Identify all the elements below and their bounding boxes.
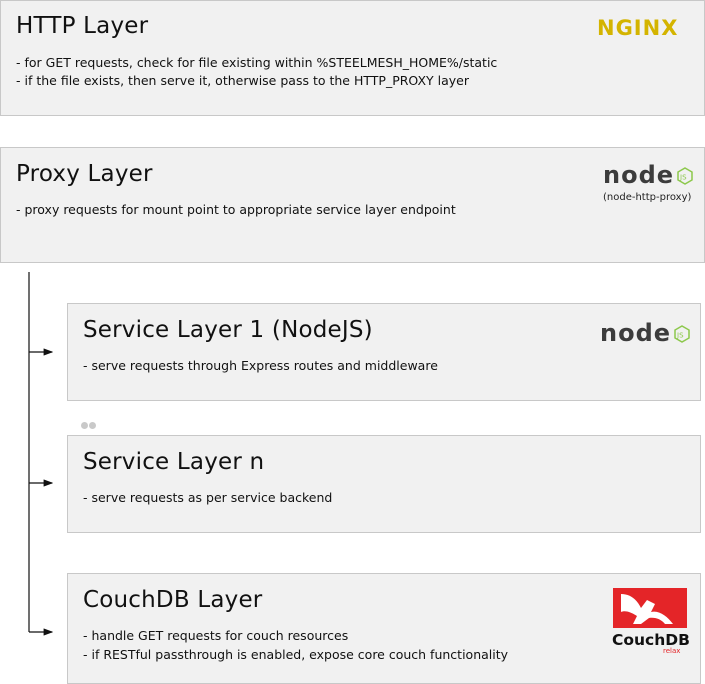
couchdb-layer-title: CouchDB Layer xyxy=(83,587,263,613)
service-layer-1-line-1: - serve requests through Express routes … xyxy=(83,358,438,373)
nodejs-badge: JS xyxy=(676,332,684,340)
couchdb-logo-icon: CouchDB relax xyxy=(612,588,690,655)
service-layer-n-line-1: - serve requests as per service backend xyxy=(83,490,333,505)
proxy-layer-line-1: - proxy requests for mount point to appr… xyxy=(16,202,456,217)
nodejs-logo-icon: node JS (node-http-proxy) xyxy=(603,161,693,203)
dot xyxy=(89,422,96,429)
nginx-logo-text: NGINX xyxy=(597,16,678,40)
service-layer-1-box: Service Layer 1 (NodeJS) - serve request… xyxy=(67,303,701,401)
couchdb-layer-line-1: - handle GET requests for couch resource… xyxy=(83,628,349,643)
more-services-dots xyxy=(81,414,97,433)
nodejs-logo-icon: node JS xyxy=(600,319,690,347)
service-layer-n-title: Service Layer n xyxy=(83,449,265,475)
proxy-layer-title: Proxy Layer xyxy=(16,161,153,187)
nodejs-logo-text: node xyxy=(603,161,674,189)
http-layer-box: HTTP Layer - for GET requests, check for… xyxy=(0,0,705,116)
couchdb-layer-box: CouchDB Layer - handle GET requests for … xyxy=(67,573,701,684)
couchdb-tagline: relax xyxy=(663,647,680,655)
nodejs-logo-text: node xyxy=(600,319,671,347)
nodejs-badge: JS xyxy=(679,174,687,182)
service-layer-1-title: Service Layer 1 (NodeJS) xyxy=(83,317,373,343)
dot xyxy=(81,422,88,429)
nginx-logo-icon: NGINX xyxy=(597,16,678,40)
http-layer-title: HTTP Layer xyxy=(16,13,149,39)
nodejs-caption: (node-http-proxy) xyxy=(603,192,691,203)
proxy-layer-box: Proxy Layer - proxy requests for mount p… xyxy=(0,147,705,263)
http-layer-line-2: - if the file exists, then serve it, oth… xyxy=(16,73,469,88)
couchdb-layer-line-2: - if RESTful passthrough is enabled, exp… xyxy=(83,647,509,662)
http-layer-line-1: - for GET requests, check for file exist… xyxy=(16,55,498,70)
couchdb-logo-text: CouchDB xyxy=(612,631,690,649)
service-layer-n-box: Service Layer n - serve requests as per … xyxy=(67,435,701,533)
